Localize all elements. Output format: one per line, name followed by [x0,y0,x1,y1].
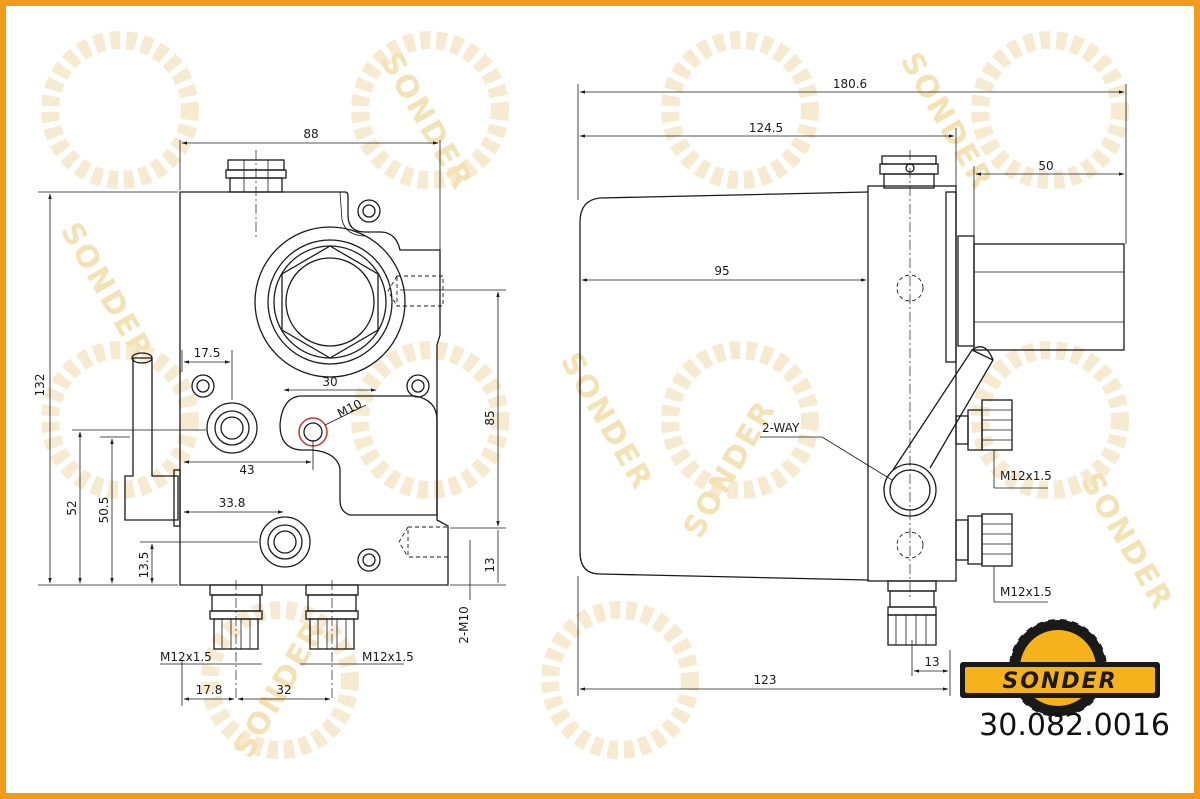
label-m12-right: M12x1.5 [362,650,414,664]
label-2-m10: 2-M10 [457,606,471,644]
watermark-text-7: SONDER [1073,467,1180,617]
pipe-elbow [124,352,181,527]
dim-13-right: 13 [924,655,939,669]
valve-block [867,185,957,582]
watermark-gear-4 [971,31,1129,189]
screw-hole-right [406,374,430,398]
side-fitting-lower [955,513,1013,567]
dim-43: 43 [239,463,254,477]
dim-88: 88 [303,127,318,141]
dim-95: 95 [714,264,729,278]
valve-body-outline [179,191,449,586]
right-view: 180.6 124.5 50 95 123 13 2-WAY M12x1.5 M… [577,77,1127,696]
dim-132: 132 [33,374,47,397]
label-m10: M10 [335,397,364,421]
port-upper [206,402,258,454]
dim-17-8: 17.8 [196,683,223,697]
watermark-gear-10 [541,601,699,759]
main-port-hex [254,226,406,378]
reservoir-body [579,191,869,581]
watermark-gear-1 [41,31,199,189]
screw-hole-left [191,374,215,398]
label-m12-upper: M12x1.5 [1000,469,1052,483]
left-view: 88 132 17.5 30 43 M10 85 52 50.5 33.8 13… [33,127,506,706]
screw-hole-bottom [357,548,381,572]
leader-m10 [324,404,367,426]
watermark-gear-5 [41,341,199,499]
dim-180-6: 180.6 [833,77,867,91]
two-way-port [883,463,937,517]
hidden-port-lower [896,531,924,559]
body-step-edge [339,191,367,237]
dim-33-8: 33.8 [219,496,246,510]
dim-50-5: 50.5 [97,497,111,524]
dim-32: 32 [276,683,291,697]
watermark-text-1: SONDER [53,217,160,367]
sonder-logo: SONDER [960,619,1160,717]
watermark-layer: SONDER SONDER SONDER SONDER SONDER SONDE… [41,31,1180,764]
dim-17-5: 17.5 [194,346,221,360]
label-m12-left: M12x1.5 [160,650,212,664]
top-plug-right [879,155,939,189]
dim-13-5: 13.5 [137,552,151,579]
angled-pipe [892,349,994,471]
watermark-gear-9 [201,601,359,759]
side-fitting-upper [955,399,1013,451]
screw-hole-top [357,199,381,223]
logo-text: SONDER [1002,669,1117,694]
watermark-gear-6 [351,341,509,499]
port-lower [259,516,311,568]
watermark-gear-3 [661,31,819,189]
dim-124-5: 124.5 [749,121,783,135]
watermark-gear-2 [351,31,509,189]
dim-50: 50 [1038,159,1053,173]
dim-30: 30 [322,375,337,389]
part-number: 30.082.0016 [979,708,1170,743]
pipe-end [971,346,994,361]
side-hex-boss [957,235,1125,351]
inner-pocket [279,395,438,516]
flange-plate [945,191,957,363]
leader-two-way-diag [821,436,893,481]
watermark-text-3: SONDER [553,347,660,497]
label-m12-lower: M12x1.5 [1000,585,1052,599]
watermark-gear-7 [661,341,819,499]
label-two-way: 2-WAY [762,421,800,435]
hidden-thread-lower [398,526,449,558]
hidden-thread-upper [387,275,444,307]
hidden-port-upper [896,274,924,302]
dim-13-left: 13 [483,557,497,572]
bottom-fitting-right [887,580,937,646]
dim-85: 85 [483,410,497,425]
dim-52: 52 [65,500,79,515]
dim-123: 123 [754,673,777,687]
